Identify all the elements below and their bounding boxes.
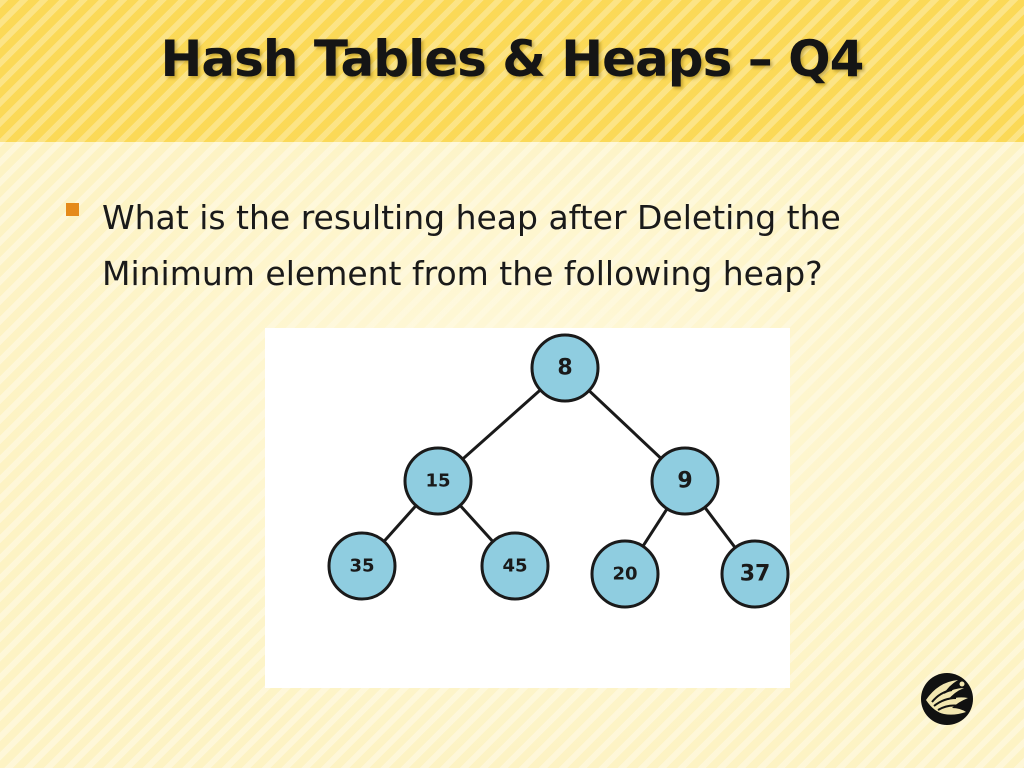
heap-node-label: 8 xyxy=(557,356,572,381)
heap-node-circle xyxy=(480,531,550,601)
heap-node-circle xyxy=(590,539,660,609)
heap-node-circle xyxy=(403,446,473,516)
heap-node-20: 20 xyxy=(590,539,660,609)
heap-nodes: 8 15 9 35 45 20 37 xyxy=(327,333,790,609)
heap-node-45: 45 xyxy=(480,531,550,601)
heap-node-label: 37 xyxy=(740,562,771,587)
heap-node-label: 45 xyxy=(502,556,527,577)
heap-node-circle xyxy=(720,539,790,609)
heap-node-circle xyxy=(327,531,397,601)
heap-diagram-panel: 8 15 9 35 45 20 37 xyxy=(265,328,790,688)
heap-diagram: 8 15 9 35 45 20 37 xyxy=(327,333,790,609)
bullet-square-icon xyxy=(66,203,79,216)
heap-node-label: 9 xyxy=(677,469,692,494)
question-text: What is the resulting heap after Deletin… xyxy=(102,198,841,293)
heap-node-8: 8 xyxy=(530,333,600,403)
slide-title: Hash Tables & Heaps – Q4 xyxy=(160,30,865,88)
heap-node-35: 35 xyxy=(327,531,397,601)
heap-node-37: 37 xyxy=(720,539,790,609)
heap-node-15: 15 xyxy=(403,446,473,516)
heap-node-circle xyxy=(650,446,720,516)
heap-node-label: 15 xyxy=(425,471,450,492)
pegasus-logo-icon xyxy=(918,670,976,728)
heap-node-9: 9 xyxy=(650,446,720,516)
title-band xyxy=(0,0,1024,142)
heap-node-label: 35 xyxy=(349,556,374,577)
heap-node-circle xyxy=(530,333,600,403)
heap-node-label: 20 xyxy=(612,564,637,585)
